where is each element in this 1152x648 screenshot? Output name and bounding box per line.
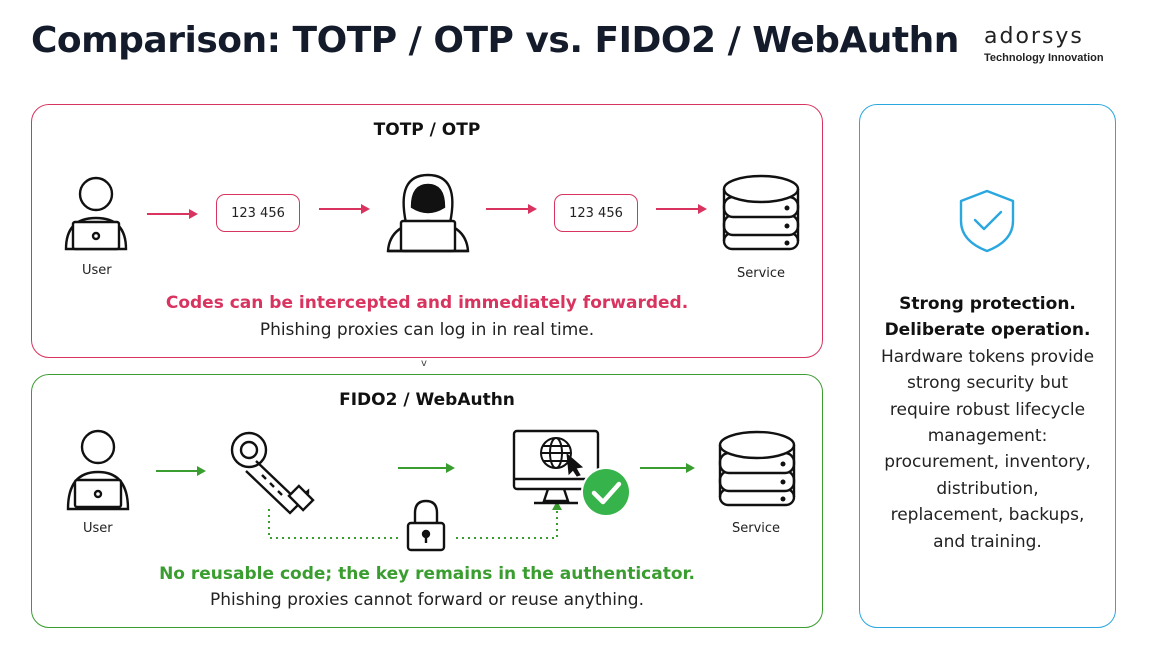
totp-highlight: Codes can be intercepted and immediately… [165, 293, 689, 313]
totp-arrow-1 [147, 209, 198, 219]
summary-line-2: Deliberate operation. [884, 320, 1091, 341]
logo-tagline: Technology Innovation [984, 52, 1104, 64]
summary-panel: Strong protection. Deliberate operation.… [859, 104, 1116, 628]
totp-arrow-3 [486, 204, 537, 214]
shield-check-icon [959, 189, 1015, 253]
fido-heading: FIDO2 / WebAuthn [339, 390, 515, 410]
fido-user-label: User [83, 521, 113, 536]
company-logo: adorsys Technology Innovation [978, 24, 1118, 72]
totp-flow-graphics [64, 173, 800, 253]
cursor-icon [566, 452, 584, 477]
success-check-icon [581, 467, 631, 517]
summary-body: Hardware tokens provide strong security … [880, 346, 1095, 552]
fido-flow-graphics [66, 429, 796, 552]
totp-code-box-1: 123 456 [216, 194, 300, 232]
fido-dotted-arrowhead [552, 501, 562, 510]
totp-arrow-4 [656, 204, 707, 214]
fido-arrow-1 [156, 466, 206, 476]
hacker-icon [386, 173, 470, 253]
totp-heading: TOTP / OTP [373, 120, 481, 140]
panel-separator: v [421, 358, 427, 369]
fido-arrow-3 [640, 463, 695, 473]
totp-user-label: User [82, 263, 112, 278]
fido-service-label: Service [732, 521, 781, 536]
fido-note: Phishing proxies cannot forward or reuse… [210, 590, 644, 610]
fido-arrow-2 [398, 463, 455, 473]
fido-dotted-channel-2 [456, 509, 558, 539]
lock-icon [406, 499, 446, 552]
page-title: Comparison: TOTP / OTP vs. FIDO2 / WebAu… [31, 20, 959, 61]
globe-icon [540, 437, 572, 469]
shield-graphic [959, 189, 1015, 253]
totp-panel: TOTP / OTP [31, 104, 823, 358]
database-icon [718, 430, 796, 507]
totp-arrow-2 [319, 204, 370, 214]
totp-service-label: Service [737, 266, 786, 281]
fido-panel: FIDO2 / WebAuthn [31, 374, 823, 628]
totp-code-box-2: 123 456 [554, 194, 638, 232]
logo-wordmark: adorsys [984, 24, 1084, 49]
security-key-icon [230, 431, 315, 515]
summary-line-1: Strong protection. [899, 294, 1076, 314]
database-icon [722, 174, 800, 251]
user-icon [64, 176, 128, 251]
user-icon [66, 429, 130, 511]
totp-note: Phishing proxies can log in in real time… [259, 320, 595, 340]
fido-highlight: No reusable code; the key remains in the… [159, 564, 695, 584]
summary-text: Strong protection. Deliberate operation.… [860, 291, 1115, 555]
browser-computer-icon [512, 429, 600, 505]
